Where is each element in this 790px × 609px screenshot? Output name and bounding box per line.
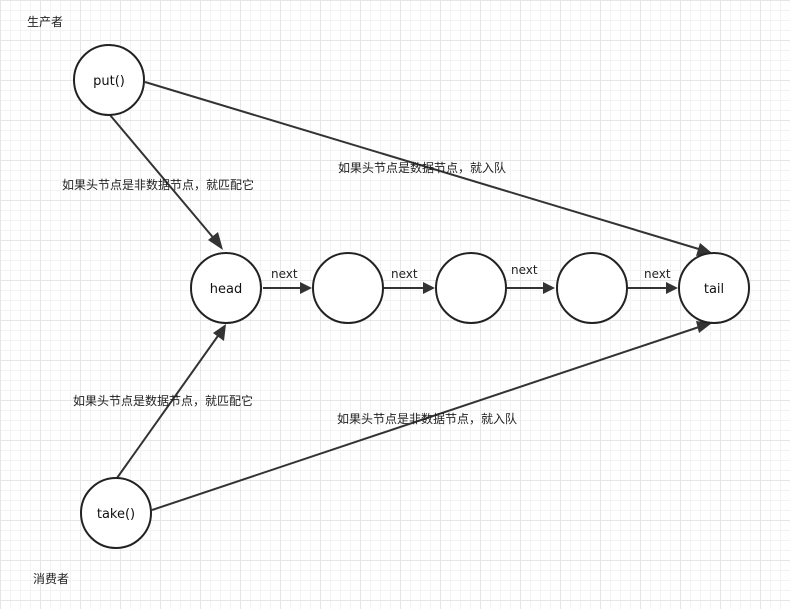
label-next-1: next [271, 267, 298, 281]
edge-put-head-arrow [208, 232, 223, 250]
label-take-tail: 如果头节点是非数据节点，就入队 [337, 411, 517, 426]
label-next-2: next [391, 267, 418, 281]
node-head-label: head [210, 282, 242, 297]
label-put-tail: 如果头节点是数据节点，就入队 [338, 160, 506, 175]
edges [109, 81, 712, 511]
label-take-head: 如果头节点是数据节点，就匹配它 [73, 393, 253, 408]
label-next-4: next [644, 267, 671, 281]
consumer-label: 消费者 [33, 572, 69, 586]
label-next-3: next [511, 263, 538, 277]
edge-next-4-arrow [666, 282, 678, 294]
node-take-label: take() [97, 507, 135, 522]
node-1 [312, 252, 384, 324]
node-tail: tail [678, 252, 750, 324]
edge-next-3-arrow [543, 282, 555, 294]
node-put-label: put() [93, 74, 125, 89]
edge-put-tail [144, 81, 703, 251]
edge-next-2-arrow [423, 282, 435, 294]
edge-take-tail [151, 325, 703, 511]
node-tail-label: tail [704, 282, 724, 297]
node-head: head [190, 252, 262, 324]
label-put-head: 如果头节点是非数据节点，就匹配它 [62, 177, 254, 192]
producer-label: 生产者 [27, 15, 63, 29]
node-3 [556, 252, 628, 324]
edge-put-head [109, 114, 217, 242]
node-put: put() [73, 44, 145, 116]
node-take: take() [80, 477, 152, 549]
edge-take-head-arrow [213, 324, 226, 341]
edge-take-tail-arrow [696, 321, 712, 333]
node-2 [435, 252, 507, 324]
edge-next-1-arrow [300, 282, 312, 294]
edge-take-head [116, 332, 221, 479]
